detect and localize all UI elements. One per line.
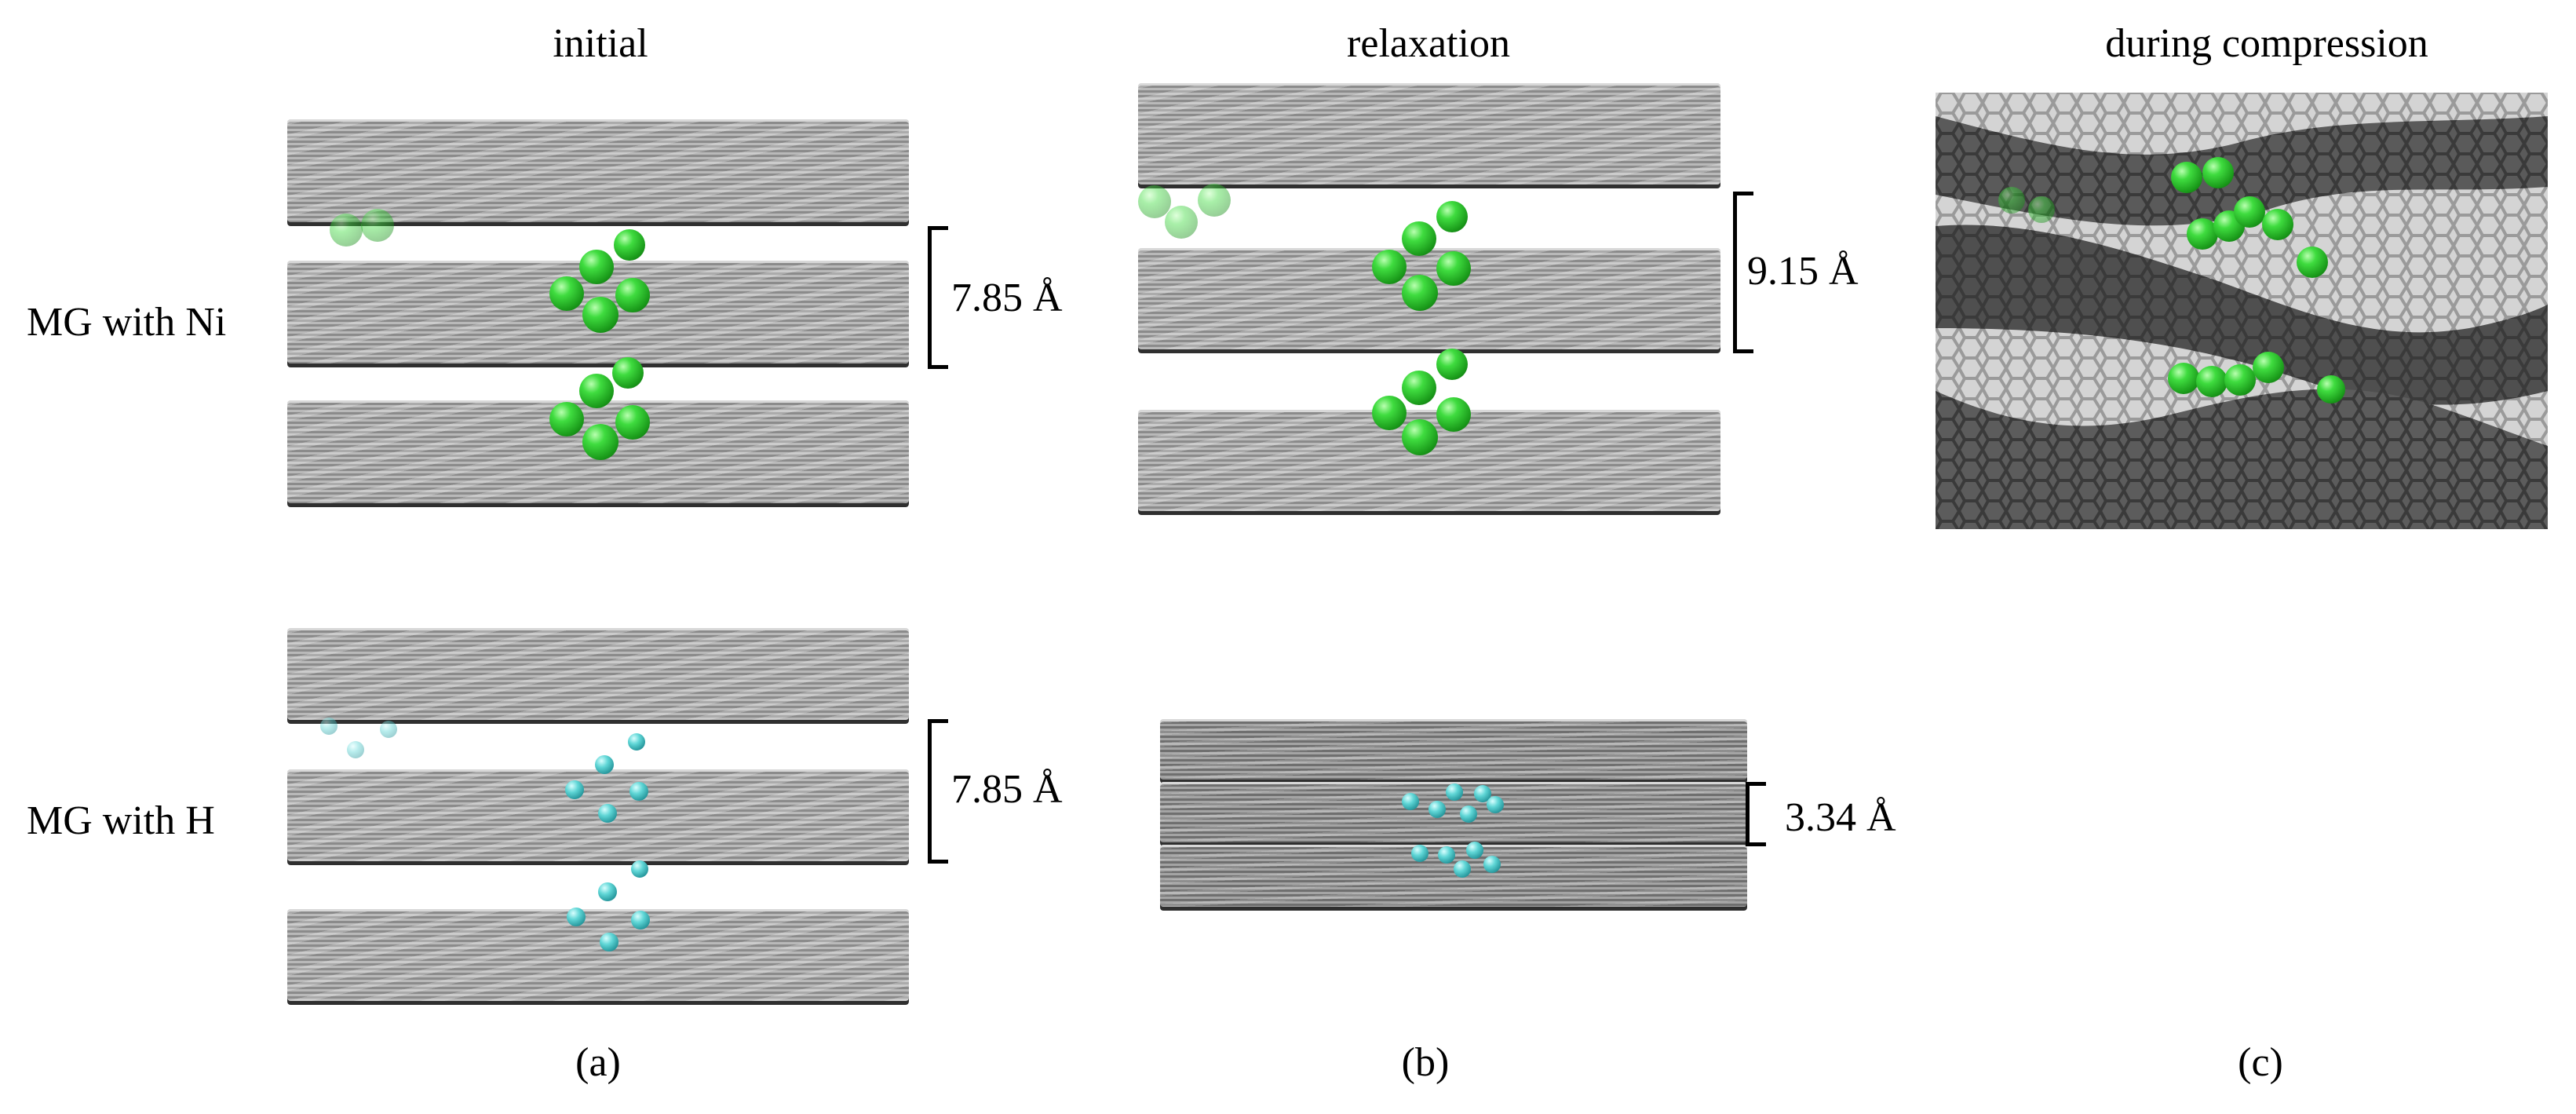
nickel-atom xyxy=(615,278,650,312)
hydrogen-atom xyxy=(595,755,614,774)
hydrogen-atom xyxy=(567,908,586,926)
nickel-atom xyxy=(1198,184,1231,217)
column-title-relaxation: relaxation xyxy=(1347,21,1510,66)
nickel-atom xyxy=(1402,371,1436,405)
hydrogen-atom xyxy=(347,741,364,758)
hydrogen-atom xyxy=(631,860,648,878)
nickel-atom xyxy=(1402,419,1438,455)
row-label-ni: MG with Ni xyxy=(27,300,227,345)
hydrogen-atom xyxy=(1487,796,1504,813)
hydrogen-atom xyxy=(1466,842,1483,859)
spacing-bracket xyxy=(1746,782,1766,846)
nickel-atom xyxy=(2253,352,2284,383)
nickel-atom xyxy=(1138,185,1171,218)
structure-ni-compression xyxy=(1936,93,2548,529)
nickel-atom xyxy=(614,229,645,261)
hydrogen-atom xyxy=(598,882,617,901)
nickel-atom xyxy=(1436,397,1471,432)
nickel-atom xyxy=(579,374,614,408)
nickel-atom xyxy=(2262,209,2293,240)
spacing-bracket xyxy=(928,226,948,369)
panel-label-b: (b) xyxy=(1401,1040,1450,1085)
nickel-atom xyxy=(549,276,584,311)
hydrogen-atom xyxy=(1446,783,1463,801)
hydrogen-atom xyxy=(1411,845,1428,862)
graphene-layer xyxy=(1160,719,1747,783)
hydrogen-atom xyxy=(1438,846,1455,864)
hydrogen-atom xyxy=(1454,860,1471,878)
graphene-layer xyxy=(287,628,909,724)
nickel-atom xyxy=(2297,247,2328,278)
graphene-layer xyxy=(287,909,909,1005)
column-title-compression: during compression xyxy=(2105,21,2428,66)
spacing-label-ni-initial: 7.85 Å xyxy=(951,276,1063,320)
row-label-h: MG with H xyxy=(27,798,215,843)
spacing-label-ni-relaxation: 9.15 Å xyxy=(1747,249,1859,294)
nickel-atom xyxy=(582,297,618,333)
nickel-atom xyxy=(330,214,363,247)
graphene-layer xyxy=(1138,83,1720,188)
nickel-atom xyxy=(615,405,650,440)
spacing-bracket xyxy=(1733,192,1753,353)
hydrogen-atom xyxy=(629,782,648,801)
nickel-atom xyxy=(612,357,644,389)
hydrogen-atom xyxy=(1460,805,1477,823)
nickel-atom xyxy=(2224,364,2256,396)
nickel-atom xyxy=(1165,206,1198,239)
graphene-layer xyxy=(287,119,909,226)
nickel-atom xyxy=(2317,375,2345,404)
nickel-atom xyxy=(2171,162,2202,193)
hydrogen-atom xyxy=(320,718,338,735)
hydrogen-atom xyxy=(565,780,584,799)
nickel-atom xyxy=(1998,187,2025,214)
graphene-layer xyxy=(287,769,909,865)
column-title-initial: initial xyxy=(553,21,648,66)
hydrogen-atom xyxy=(380,721,397,738)
nickel-atom xyxy=(2028,196,2055,223)
hydrogen-atom xyxy=(1402,793,1419,810)
nickel-atom xyxy=(2196,366,2228,397)
nickel-atom xyxy=(2234,196,2265,228)
panel-label-a: (a) xyxy=(575,1040,621,1085)
nickel-atom xyxy=(1372,250,1407,284)
hydrogen-atom xyxy=(1483,856,1501,873)
panel-label-c: (c) xyxy=(2238,1040,2283,1085)
nickel-atom xyxy=(549,402,584,436)
nickel-atom xyxy=(361,209,394,242)
hydrogen-atom xyxy=(631,911,650,930)
nickel-atom xyxy=(579,250,614,284)
nickel-atom xyxy=(2202,157,2234,188)
nickel-atom xyxy=(1436,251,1471,286)
spacing-label-h-initial: 7.85 Å xyxy=(951,767,1063,812)
hydrogen-atom xyxy=(1474,785,1491,802)
hydrogen-atom xyxy=(628,733,645,751)
nickel-atom xyxy=(1372,396,1407,430)
nickel-atom xyxy=(1436,201,1468,232)
hydrogen-atom xyxy=(1428,801,1446,818)
hydrogen-atom xyxy=(598,804,617,823)
nickel-atom xyxy=(2187,218,2218,250)
spacing-bracket xyxy=(928,719,948,864)
nickel-atom xyxy=(1402,221,1436,256)
nickel-atom xyxy=(1402,275,1438,311)
nickel-atom xyxy=(1436,349,1468,380)
spacing-label-h-relaxation: 3.34 Å xyxy=(1785,795,1896,840)
nickel-atom xyxy=(2168,363,2199,394)
hydrogen-atom xyxy=(600,933,618,951)
nickel-atom xyxy=(582,424,618,460)
